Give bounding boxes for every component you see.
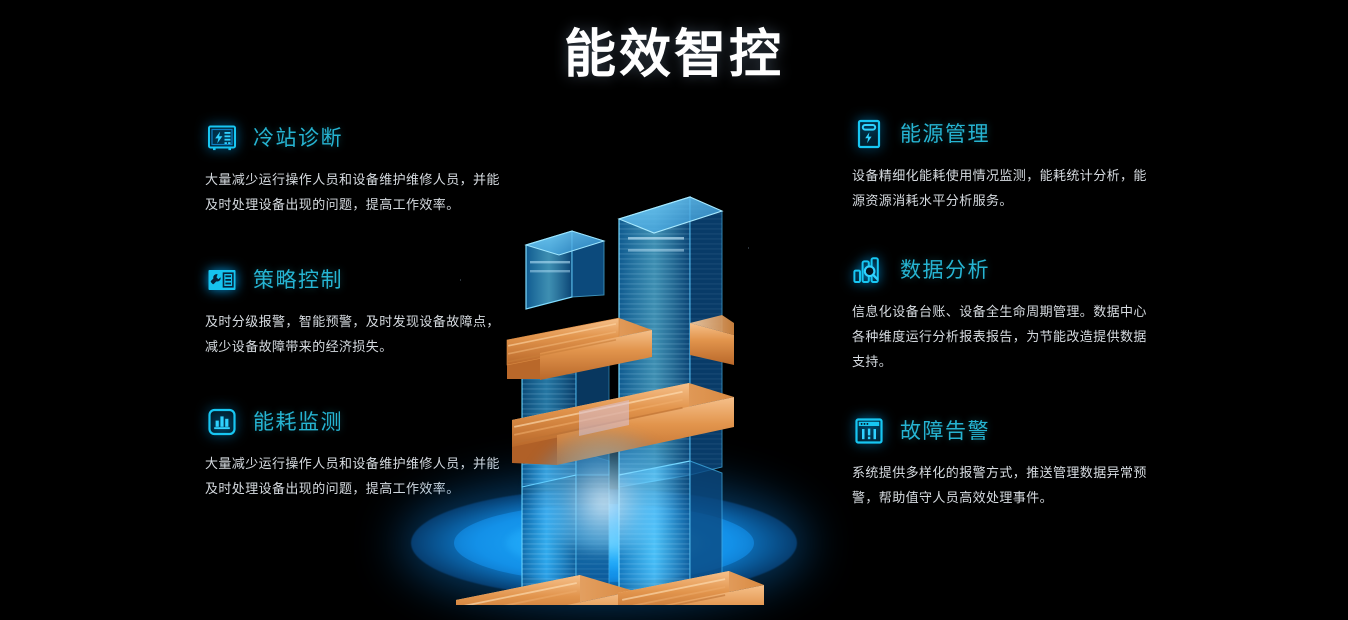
- feature-title: 能耗监测: [253, 410, 343, 434]
- alert-window-icon: [852, 414, 886, 448]
- feature-title: 故障告警: [900, 419, 990, 443]
- energy-meter-icon: [852, 117, 886, 151]
- feature-card-data-analysis[interactable]: 数据分析 信息化设备台账、设备全生命周期管理。数据中心各种维度运行分析报表报告，…: [852, 250, 1152, 375]
- feature-description: 系统提供多样化的报警方式，推送管理数据异常预警，帮助值守人员高效处理事件。: [852, 466, 1147, 506]
- feature-card-energy-management[interactable]: 能源管理 设备精细化能耗使用情况监测，能耗统计分析，能源资源消耗水平分析服务。: [852, 114, 1152, 214]
- feature-card-strategy-control[interactable]: 策略控制 及时分级报警，智能预警，及时发现设备故障点，减少设备故障带来的经济损失…: [205, 260, 505, 360]
- feature-header: 策略控制: [205, 260, 505, 300]
- feature-header: 能耗监测: [205, 402, 505, 442]
- feature-description: 设备精细化能耗使用情况监测，能耗统计分析，能源资源消耗水平分析服务。: [852, 169, 1147, 209]
- feature-header: 能源管理: [852, 114, 1152, 154]
- bar-chart-box-icon: [205, 405, 239, 439]
- wrench-list-icon: [205, 263, 239, 297]
- feature-header: 数据分析: [852, 250, 1152, 290]
- right-feature-column: 能源管理 设备精细化能耗使用情况监测，能耗统计分析，能源资源消耗水平分析服务。 …: [852, 114, 1152, 511]
- feature-title: 能源管理: [900, 122, 990, 146]
- page-title: 能效智控: [563, 25, 784, 85]
- 3d-building-hologram: [404, 175, 804, 605]
- feature-card-cold-station-diagnosis[interactable]: 冷站诊断 大量减少运行操作人员和设备维护维修人员，并能及时处理设备出现的问题，提…: [205, 118, 505, 218]
- feature-description: 大量减少运行操作人员和设备维护维修人员，并能及时处理设备出现的问题，提高工作效率…: [205, 457, 500, 497]
- feature-header: 故障告警: [852, 411, 1152, 451]
- feature-card-fault-alarm[interactable]: 故障告警 系统提供多样化的报警方式，推送管理数据异常预警，帮助值守人员高效处理事…: [852, 411, 1152, 511]
- guide-line-left: [460, 279, 461, 579]
- feature-description: 及时分级报警，智能预警，及时发现设备故障点，减少设备故障带来的经济损失。: [205, 315, 500, 355]
- feature-description: 信息化设备台账、设备全生命周期管理。数据中心各种维度运行分析报表报告，为节能改造…: [852, 305, 1147, 370]
- feature-header: 冷站诊断: [205, 118, 505, 158]
- feature-title: 数据分析: [900, 258, 990, 282]
- chart-magnifier-icon: [852, 253, 886, 287]
- left-feature-column: 冷站诊断 大量减少运行操作人员和设备维护维修人员，并能及时处理设备出现的问题，提…: [205, 118, 505, 502]
- feature-description: 大量减少运行操作人员和设备维护维修人员，并能及时处理设备出现的问题，提高工作效率…: [205, 173, 500, 213]
- base-core-glow: [529, 431, 679, 551]
- feature-card-energy-monitoring[interactable]: 能耗监测 大量减少运行操作人员和设备维护维修人员，并能及时处理设备出现的问题，提…: [205, 402, 505, 502]
- feature-title: 策略控制: [253, 268, 343, 292]
- guide-line-right: [748, 247, 749, 547]
- feature-title: 冷站诊断: [253, 126, 343, 150]
- cabinet-lightning-icon: [205, 121, 239, 155]
